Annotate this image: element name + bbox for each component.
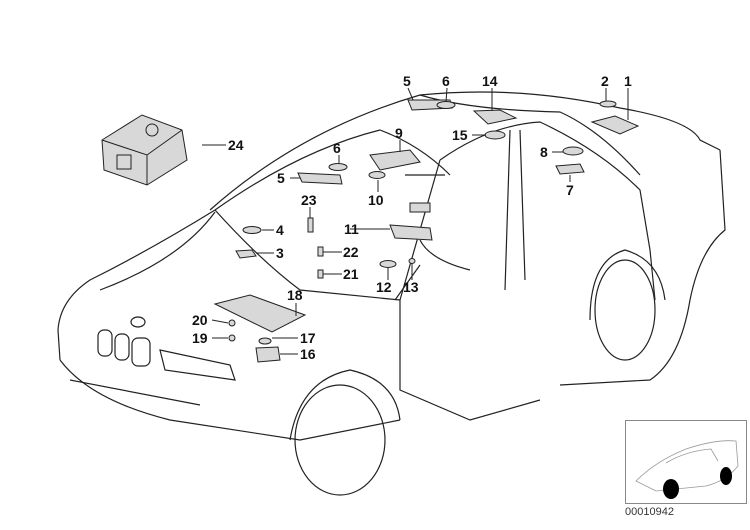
callout-5-mid: 5 xyxy=(277,170,285,186)
callout-18: 18 xyxy=(287,287,303,303)
part-3-holder xyxy=(235,249,257,259)
callout-8: 8 xyxy=(540,144,548,160)
leader-lines xyxy=(202,87,629,355)
callout-5-top: 5 xyxy=(403,73,411,89)
part-24-box xyxy=(101,114,188,186)
callout-23: 23 xyxy=(301,192,317,208)
part-21-switch xyxy=(317,269,324,279)
callout-6-mid: 6 xyxy=(333,140,341,156)
callout-7: 7 xyxy=(566,182,574,198)
callout-6-top: 6 xyxy=(442,73,450,89)
callout-17: 17 xyxy=(300,330,316,346)
callout-9: 9 xyxy=(395,125,403,141)
part-14-lens xyxy=(472,109,518,125)
callout-14: 14 xyxy=(482,73,498,89)
callout-11: 11 xyxy=(344,221,359,237)
callout-1: 1 xyxy=(624,73,632,89)
part-11-light-harness xyxy=(389,224,433,241)
part-17-bulb xyxy=(258,337,272,345)
part-18-plate xyxy=(213,294,307,333)
document-number: 00010942 xyxy=(625,506,674,518)
callout-2: 2 xyxy=(601,73,609,89)
part-6-bulb-top xyxy=(436,101,456,109)
part-8-bulb xyxy=(562,146,584,156)
part-9-light xyxy=(369,149,421,171)
part-19-clip xyxy=(228,334,236,342)
part-12-bulb xyxy=(379,260,397,268)
callout-22: 22 xyxy=(343,244,359,260)
callout-15: 15 xyxy=(452,127,468,143)
callout-4: 4 xyxy=(276,222,284,238)
callout-16: 16 xyxy=(300,346,316,362)
callout-19: 19 xyxy=(192,330,208,346)
part-22-switch xyxy=(317,246,324,257)
callout-3: 3 xyxy=(276,245,284,261)
part-2-bulb xyxy=(599,100,617,108)
part-5-light-mid xyxy=(297,172,343,185)
part-13-bulb xyxy=(408,258,416,264)
callout-13: 13 xyxy=(403,279,419,295)
callout-24: 24 xyxy=(228,137,244,153)
callout-12: 12 xyxy=(376,279,392,295)
part-4-bulb xyxy=(242,226,262,234)
callout-10: 10 xyxy=(368,192,384,208)
part-6-bulb-mid xyxy=(328,163,348,171)
part-10-bulb xyxy=(368,171,386,179)
part-16-lamp xyxy=(255,346,281,363)
callout-21: 21 xyxy=(343,266,359,282)
vehicle-thumbnail xyxy=(625,420,747,504)
part-23-switch xyxy=(307,217,314,233)
callout-20: 20 xyxy=(192,312,208,328)
part-15-bulb xyxy=(484,130,506,140)
part-11-connector xyxy=(409,202,431,213)
part-1-light xyxy=(590,115,640,135)
part-20-clip xyxy=(228,319,236,327)
part-7-holder xyxy=(555,163,585,175)
